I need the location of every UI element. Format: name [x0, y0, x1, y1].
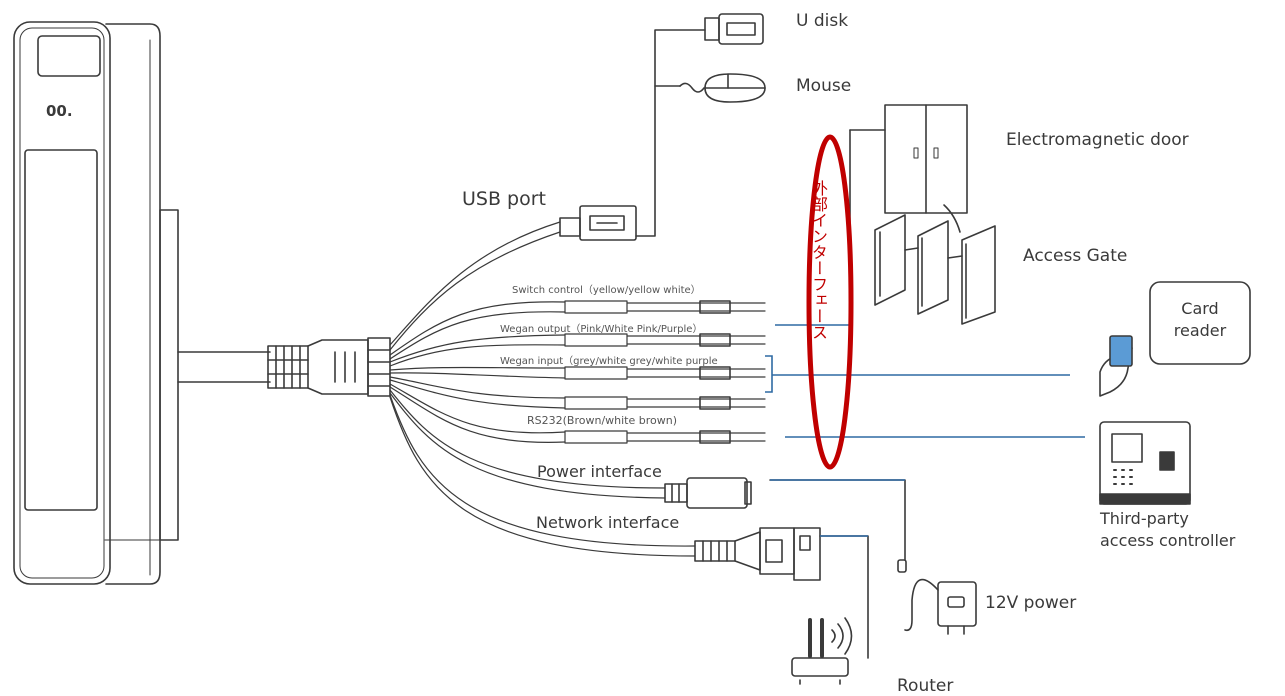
fan-wires: [389, 221, 696, 557]
network-interface-label: Network interface: [536, 513, 680, 532]
terminal-device: [13, 21, 179, 585]
mouse-icon: [679, 73, 766, 103]
access-gate-icon: [874, 204, 996, 325]
main-connector: [267, 337, 391, 397]
switch-control-label: Switch control（yellow/yellow white）: [512, 285, 701, 296]
external-interface-annotation: 外部インターフェース: [809, 180, 828, 340]
power-adapter-icon: [904, 578, 977, 635]
rj45-connector: [694, 527, 821, 581]
wegan-input-label: Wegan input（grey/white grey/white purple: [500, 356, 718, 367]
third-party-label: Third-party access controller: [1100, 509, 1236, 550]
usb-port-connector: [559, 205, 637, 241]
u-disk-label: U disk: [796, 11, 849, 31]
card-reader-label: Card reader: [1173, 299, 1227, 340]
power-12v-label: 12V power: [985, 593, 1077, 613]
mouse-label: Mouse: [796, 76, 852, 96]
power-interface-label: Power interface: [537, 462, 662, 481]
power-jack: [664, 477, 752, 509]
router-icon: [791, 617, 853, 685]
access-controller-icon: [1099, 421, 1191, 505]
annotation-ellipse: [806, 134, 854, 470]
u-disk-icon: [704, 13, 764, 45]
sensor-label: 00.: [46, 102, 73, 120]
electromagnetic-door-icon: [884, 104, 968, 214]
usb-port-label: USB port: [462, 188, 546, 210]
wegan-output-label: Wegan output（Pink/White Pink/Purple）: [500, 324, 703, 335]
router-label: Router: [897, 676, 954, 696]
card-reader-icon: [1099, 281, 1251, 397]
rs232-label: RS232(Brown/white brown): [527, 414, 677, 427]
wire-segments: [564, 300, 766, 444]
electromagnetic-door-label: Electromagnetic door: [1006, 130, 1189, 150]
access-gate-label: Access Gate: [1023, 246, 1128, 266]
